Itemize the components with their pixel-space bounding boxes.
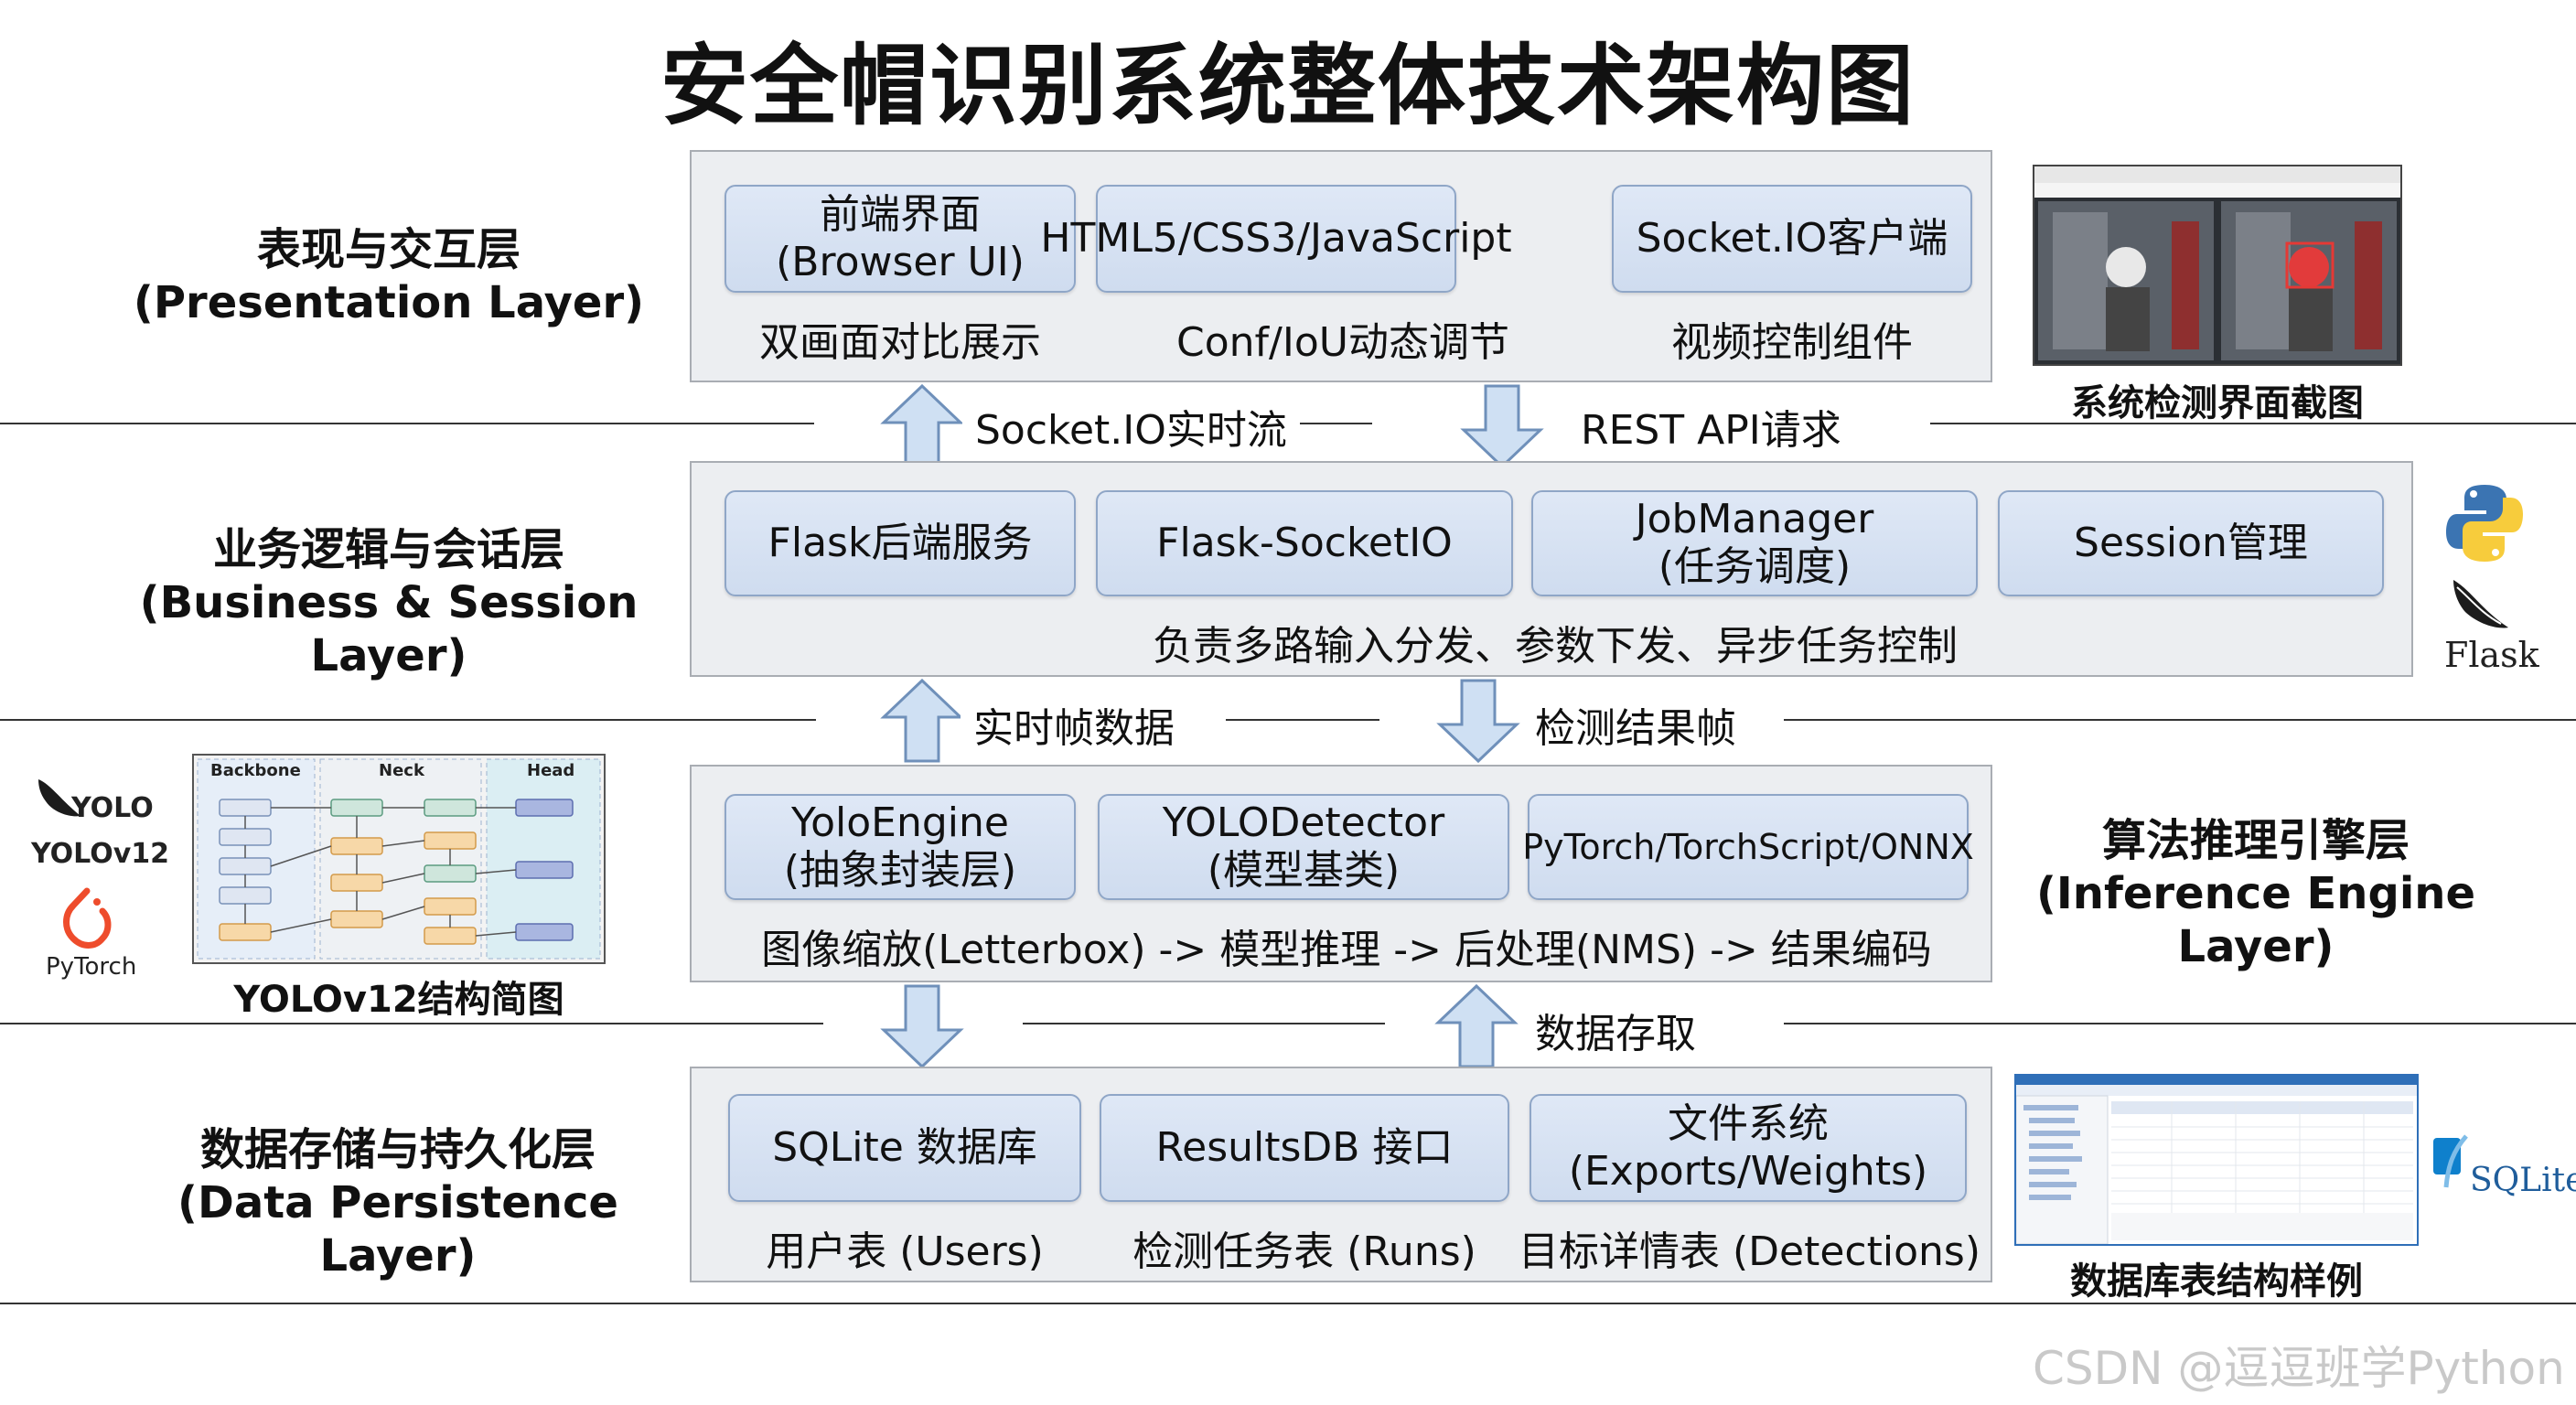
yolo-diagram-caption: YOLOv12结构简图	[233, 979, 564, 1021]
video-control-label: 视频控制组件	[1671, 319, 1913, 366]
separator-1	[0, 423, 814, 424]
separator-1b	[1299, 423, 1372, 424]
diagram-title: 安全帽识别系统整体技术架构图	[660, 35, 1916, 137]
watermark: CSDN @逗逗班学Python	[2033, 1342, 2565, 1395]
html-css-js-chip: HTML5/CSS3/JavaScript	[1040, 185, 1512, 293]
inference-layer-name: 算法推理引擎层 (Inference Engine Layer)	[2035, 815, 2476, 972]
detections-table-label: 目标详情表 (Detections)	[1519, 1228, 1980, 1275]
sqlite-logo-text: SQLite	[2470, 1162, 2576, 1199]
up-arrow-3	[1434, 983, 1519, 1068]
flask-horn-icon	[2453, 580, 2508, 628]
yolo-logo-icon	[38, 779, 80, 817]
up-arrow-1	[880, 383, 964, 468]
yolodetector-chip: YOLODetector (模型基类)	[1098, 794, 1509, 900]
db-schema-image	[2015, 1076, 2417, 1245]
resultsdb-chip: ResultsDB 接口	[1100, 1094, 1509, 1202]
business-desc: 负责多路输入分发、参数下发、异步任务控制	[1153, 623, 1958, 670]
yolo-version-text: YOLOv12	[31, 838, 170, 870]
socketio-client-chip: Socket.IO客户端	[1612, 185, 1972, 293]
jobmanager-chip: JobManager (任务调度)	[1531, 490, 1978, 596]
yoloengine-chip: YoloEngine (抽象封装层)	[724, 794, 1076, 900]
screenshot-image	[2034, 166, 2400, 360]
realtime-frame-label: 实时帧数据	[961, 695, 1187, 754]
system-screenshot-thumbnail	[2033, 165, 2402, 366]
down-arrow-2	[1436, 679, 1520, 764]
flask-logo-text: Flask	[2444, 635, 2539, 675]
flask-socketio-chip: Flask-SocketIO	[1096, 490, 1513, 596]
flask-backend-chip: Flask后端服务	[724, 490, 1076, 596]
down-arrow-3	[880, 984, 964, 1069]
pytorch-onnx-chip: PyTorch/TorchScript/ONNX	[1522, 794, 1974, 900]
conf-iou-label: Conf/IoU动态调节	[1176, 319, 1509, 366]
yolo-logo-text: YOLO	[71, 792, 154, 824]
yolo-structure-svg	[197, 758, 601, 960]
separator-2c	[1784, 719, 2576, 721]
sqlite-db-chip: SQLite 数据库	[728, 1094, 1081, 1202]
runs-table-label: 检测任务表 (Runs)	[1132, 1228, 1476, 1275]
separator-2b	[1226, 719, 1379, 721]
head-header: Head	[527, 761, 575, 780]
python-logo-icon	[2446, 485, 2523, 562]
pytorch-logo-text: PyTorch	[46, 953, 137, 981]
separator-4	[0, 1303, 2576, 1304]
separator-1c	[1930, 423, 2576, 424]
inference-pipeline-desc: 图像缩放(Letterbox) -> 模型推理 -> 后处理(NMS) -> 结…	[761, 927, 1932, 973]
browser-ui-chip: 前端界面 (Browser UI)	[724, 185, 1076, 293]
separator-3	[0, 1023, 823, 1024]
sqlite-logo-icon	[2433, 1134, 2468, 1188]
users-table-label: 用户表 (Users)	[766, 1228, 1044, 1275]
socketio-stream-label: Socket.IO实时流	[962, 397, 1300, 456]
pytorch-logo-icon	[63, 887, 112, 949]
rest-api-label: REST API请求	[1568, 397, 1854, 456]
screenshot-caption: 系统检测界面截图	[2071, 382, 2364, 424]
db-schema-caption: 数据库表结构样例	[2070, 1260, 2363, 1303]
dual-view-label: 双画面对比展示	[759, 319, 1041, 366]
data-access-label: 数据存取	[1522, 1001, 1709, 1059]
detect-result-label: 检测结果帧	[1522, 695, 1749, 754]
separator-3b	[1023, 1023, 1385, 1024]
filesystem-chip: 文件系统 (Exports/Weights)	[1530, 1094, 1967, 1202]
db-schema-thumbnail	[2014, 1074, 2419, 1246]
neck-header: Neck	[379, 761, 424, 780]
backbone-header: Backbone	[210, 761, 301, 780]
separator-3c	[1784, 1023, 2576, 1024]
up-arrow-2	[880, 678, 964, 763]
business-layer-name: 业务逻辑与会话层 (Business & Session Layer)	[139, 524, 639, 681]
separator-2	[0, 719, 816, 721]
yolo-structure-diagram	[192, 754, 606, 964]
data-layer-name: 数据存储与持久化层 (Data Persistence Layer)	[177, 1124, 618, 1282]
presentation-layer-name: 表现与交互层 (Presentation Layer)	[133, 224, 645, 328]
down-arrow-1	[1460, 384, 1544, 469]
session-chip: Session管理	[1998, 490, 2384, 596]
